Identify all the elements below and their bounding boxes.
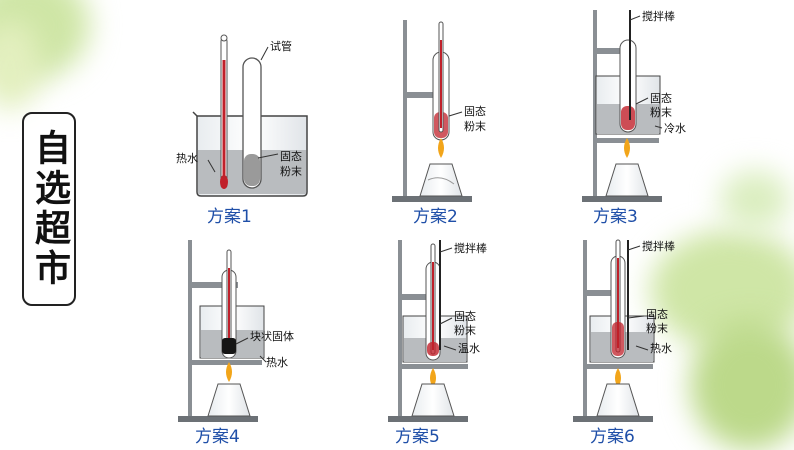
clamp-lower bbox=[192, 360, 262, 365]
stand-base bbox=[388, 416, 468, 422]
stand-base bbox=[392, 196, 472, 202]
scheme-4: 块状固体 热水 方案4 bbox=[178, 240, 294, 447]
alcohol-lamp bbox=[420, 164, 462, 196]
caption-scheme-1: 方案1 bbox=[207, 207, 252, 227]
label-solid: 固态 bbox=[646, 308, 668, 321]
label-warm-water: 温水 bbox=[458, 342, 480, 355]
solid-powder bbox=[427, 342, 439, 356]
label-block-solid: 块状固体 bbox=[250, 329, 294, 343]
stand-base bbox=[573, 416, 653, 422]
clamp-lower bbox=[587, 364, 653, 369]
stand-rod bbox=[188, 240, 192, 418]
alcohol-lamp bbox=[597, 384, 639, 416]
thermometer-bulb bbox=[220, 175, 228, 189]
label-solid: 固态 bbox=[280, 150, 302, 163]
label-powder: 粉末 bbox=[464, 119, 486, 133]
label-solid: 固态 bbox=[454, 310, 476, 323]
label-hot-water: 热水 bbox=[176, 152, 198, 165]
stand-rod bbox=[583, 240, 587, 418]
scheme-2: 固态 粉末 方案2 bbox=[392, 20, 486, 227]
label-cold-water: 冷水 bbox=[664, 122, 686, 135]
label-stir-rod: 搅拌棒 bbox=[642, 239, 675, 253]
label-powder: 粉末 bbox=[646, 321, 668, 335]
scheme-6: 搅拌棒 固态 粉末 热水 方案6 bbox=[573, 239, 675, 447]
scheme-5: 搅拌棒 固态 粉末 温水 方案5 bbox=[388, 240, 487, 447]
scheme-3: 搅拌棒 固态 粉末 冷水 方案3 bbox=[582, 9, 686, 227]
beaker-spout bbox=[193, 112, 197, 116]
label-test-tube: 试管 bbox=[270, 39, 292, 53]
label-powder: 粉末 bbox=[650, 105, 672, 119]
stand-rod bbox=[403, 20, 407, 198]
thermometer-top bbox=[221, 35, 227, 41]
scheme-1: 试管 热水 固态 粉末 方案1 bbox=[176, 35, 307, 227]
label-solid: 固态 bbox=[650, 92, 672, 105]
clamp-lower bbox=[402, 364, 468, 369]
label-stir-rod: 搅拌棒 bbox=[454, 241, 487, 255]
alcohol-lamp bbox=[412, 384, 454, 416]
caption-scheme-3: 方案3 bbox=[593, 207, 638, 227]
caption-scheme-2: 方案2 bbox=[413, 207, 458, 227]
caption-scheme-4: 方案4 bbox=[195, 427, 240, 447]
label-hot-water: 热水 bbox=[650, 342, 672, 355]
caption-scheme-5: 方案5 bbox=[395, 427, 440, 447]
label-solid: 固态 bbox=[464, 105, 486, 118]
solid-powder bbox=[244, 154, 260, 186]
stand-base bbox=[582, 196, 662, 202]
stand-rod bbox=[398, 240, 402, 418]
label-powder: 粉末 bbox=[280, 164, 302, 178]
flame bbox=[438, 138, 444, 158]
block-solid bbox=[222, 338, 236, 354]
thermometer-column bbox=[223, 60, 226, 178]
stand-base bbox=[178, 416, 258, 422]
solid-powder bbox=[621, 106, 635, 130]
caption-scheme-6: 方案6 bbox=[590, 427, 635, 447]
alcohol-lamp bbox=[208, 384, 250, 416]
alcohol-lamp bbox=[606, 164, 648, 196]
solid-powder bbox=[612, 322, 624, 356]
label-powder: 粉末 bbox=[454, 323, 476, 337]
label-stir-rod: 搅拌棒 bbox=[642, 9, 675, 23]
label-hot-water: 热水 bbox=[266, 356, 288, 369]
